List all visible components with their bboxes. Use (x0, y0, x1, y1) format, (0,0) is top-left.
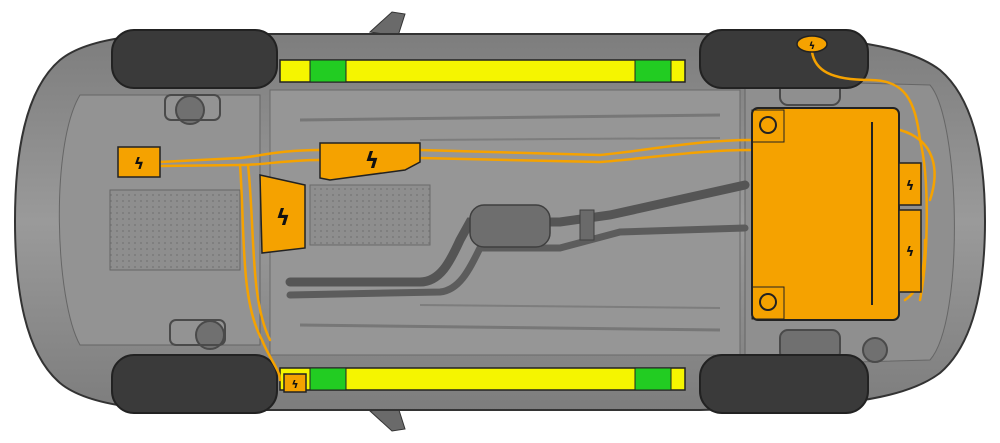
hv-cables (158, 50, 936, 382)
lightning-bolt-icon: ϟ (365, 149, 380, 174)
lightning-bolt-icon: ϟ (276, 206, 291, 231)
tire-front-right (111, 354, 278, 414)
left-mirror (368, 11, 406, 37)
circle-mount-icon (759, 116, 777, 134)
rib-lower (299, 323, 721, 332)
hv-box-rear-right-top: ϟ (898, 162, 922, 206)
hv-box-rear-right-bottom: ϟ (898, 209, 922, 293)
sill-rail-bottom (279, 367, 686, 391)
lightning-bolt-icon: ϟ (809, 41, 816, 52)
catalytic-converter (469, 204, 551, 248)
jack-point-top-rear (634, 59, 672, 83)
hv-box-sill-bottom: ϟ (283, 373, 307, 393)
jack-point-bottom-rear (634, 367, 672, 391)
rib-upper-2 (419, 137, 721, 141)
front-suspension (164, 94, 226, 350)
jack-point-top-front (309, 59, 347, 83)
exhaust-clamp (579, 209, 595, 241)
lightning-bolt-icon: ϟ (291, 378, 298, 391)
exhaust-pipe-2 (286, 224, 749, 299)
rib-upper (299, 113, 721, 122)
lightning-bolt-icon: ϟ (906, 179, 915, 194)
tire-rear-right (699, 354, 869, 414)
hv-connector-rear-top: ϟ (796, 35, 828, 53)
battery-mount-tab-bottom (751, 286, 785, 320)
hv-box-center-large: ϟ (319, 142, 421, 181)
hv-battery-rear (751, 107, 900, 321)
battery-mount-tab-top (751, 109, 785, 143)
floor-mesh-front (109, 189, 241, 271)
jack-point-bottom-front (309, 367, 347, 391)
rib-lower-2 (419, 304, 721, 309)
tire-front-left (111, 29, 278, 89)
floor-mesh-center (309, 184, 431, 246)
exhaust-pipe (285, 180, 750, 287)
hv-box-front-left: ϟ (117, 146, 161, 178)
lightning-bolt-icon: ϟ (134, 154, 145, 173)
lightning-bolt-icon: ϟ (906, 245, 915, 260)
tire-rear-left (699, 29, 869, 89)
hv-box-center-small: ϟ (259, 174, 306, 254)
sill-rail-top (279, 59, 686, 83)
circle-mount-icon (759, 293, 777, 311)
